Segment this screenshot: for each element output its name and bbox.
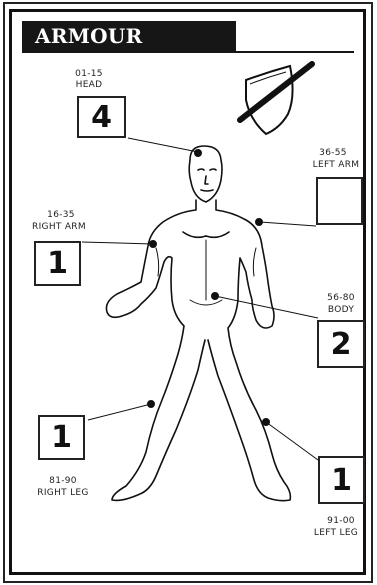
head-marker <box>195 150 202 157</box>
hit-location-connectors <box>82 138 318 460</box>
body-label: BODY <box>318 305 364 315</box>
left-leg-armour-box[interactable]: 1 <box>318 456 365 504</box>
right-leg-range: 81-90 <box>40 476 86 486</box>
right-leg-marker <box>148 401 155 408</box>
body-marker <box>212 293 219 300</box>
right-arm-range: 16-35 <box>38 210 84 220</box>
left-arm-range: 36-55 <box>308 148 358 158</box>
left-leg-range: 91-00 <box>318 516 364 526</box>
crossed-out-shield-icon <box>240 64 312 134</box>
left-leg-marker <box>263 419 270 426</box>
right-arm-label: RIGHT ARM <box>26 222 92 232</box>
right-leg-armour-box[interactable]: 1 <box>38 415 85 460</box>
body-armour-box[interactable]: 2 <box>317 320 365 368</box>
head-armour-box[interactable]: 4 <box>77 96 126 138</box>
right-arm-armour-box[interactable]: 1 <box>34 241 81 286</box>
body-range: 56-80 <box>318 293 364 303</box>
left-arm-label: LEFT ARM <box>308 160 364 170</box>
figure-outline <box>106 146 290 501</box>
left-arm-marker <box>256 219 263 226</box>
head-range: 01-15 <box>66 69 112 79</box>
head-label: HEAD <box>66 80 112 90</box>
left-leg-label: LEFT LEG <box>306 528 366 538</box>
right-arm-marker <box>150 241 157 248</box>
left-arm-armour-box[interactable] <box>316 177 363 225</box>
right-leg-label: RIGHT LEG <box>30 488 96 498</box>
